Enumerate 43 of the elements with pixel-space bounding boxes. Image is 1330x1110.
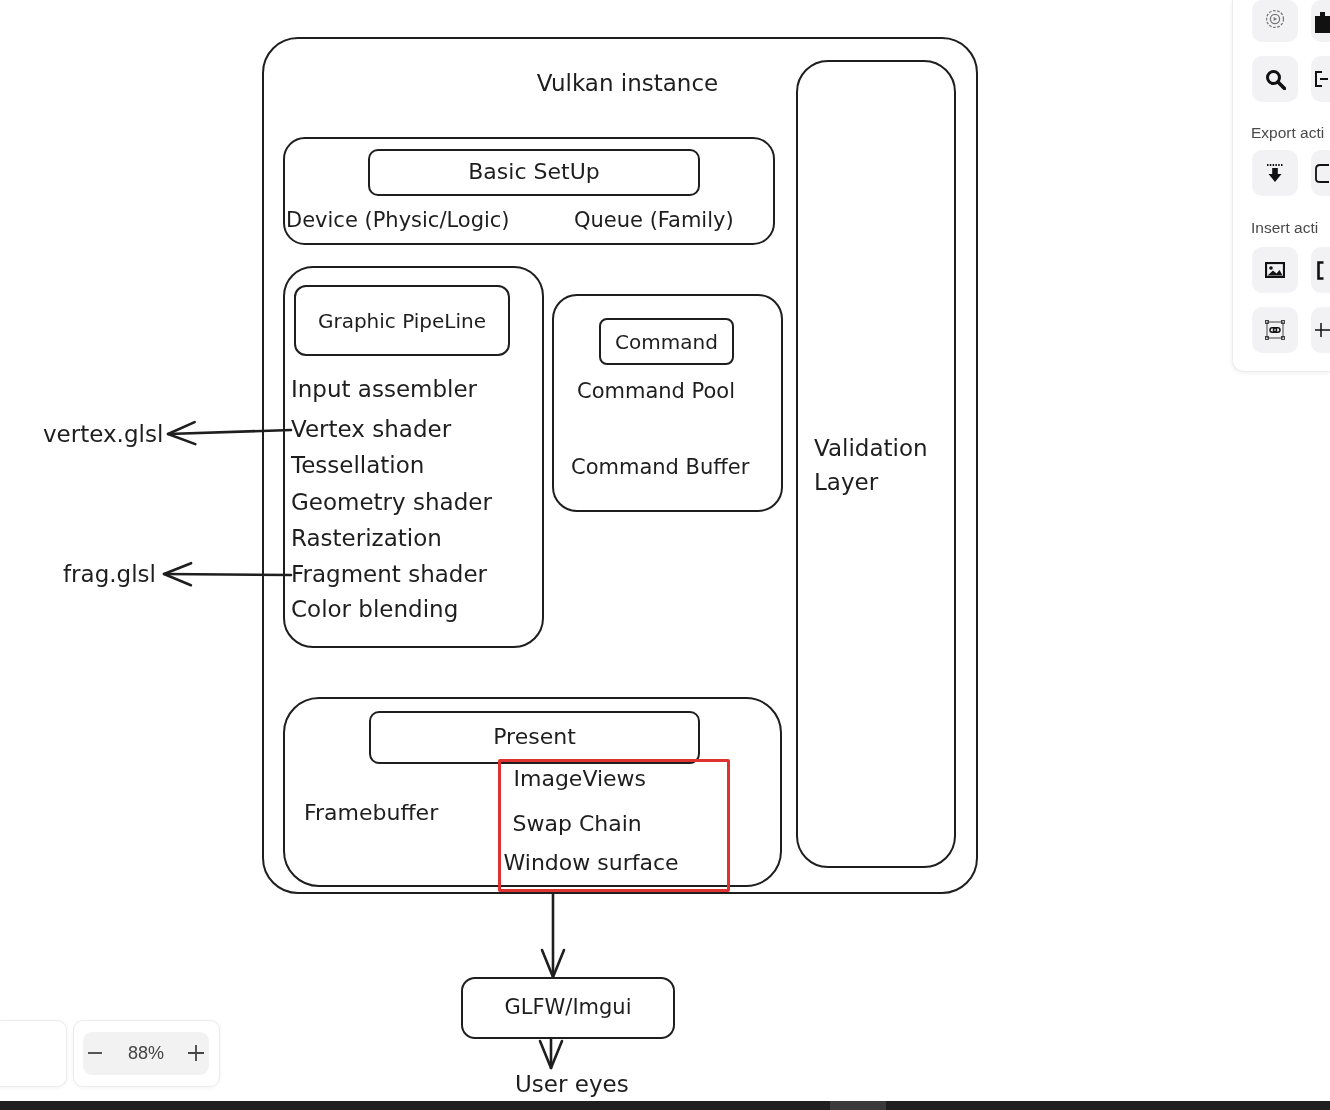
file-label: vertex.glsl bbox=[43, 416, 164, 452]
arrow bbox=[538, 1037, 564, 1070]
box-label: Validation Layer bbox=[814, 434, 929, 497]
stage-label: Vertex shader bbox=[291, 412, 452, 446]
group-box bbox=[282, 136, 775, 245]
stage-label: Fragment shader bbox=[291, 557, 488, 591]
zoom-level-text: 88% bbox=[128, 1043, 164, 1063]
heading-text: Command bbox=[615, 328, 718, 355]
box-label: Command Pool bbox=[577, 378, 736, 405]
box-label: Command Buffer bbox=[571, 454, 750, 481]
process-box bbox=[461, 977, 675, 1039]
stage-label: Geometry shader bbox=[291, 485, 492, 519]
box-title: Vulkan instance bbox=[536, 68, 719, 98]
section-heading: Insert acti bbox=[1251, 218, 1319, 238]
heading-text: GLFW/Imgui bbox=[504, 994, 632, 1022]
file-label: frag.glsl bbox=[63, 556, 156, 592]
box-label: Window surface bbox=[503, 848, 679, 877]
group-box bbox=[551, 293, 783, 512]
arrow bbox=[162, 561, 293, 587]
section-heading: Export acti bbox=[1251, 123, 1325, 143]
stage-label: Rasterization bbox=[291, 521, 442, 555]
heading-box bbox=[369, 711, 700, 764]
box-label: Swap Chain bbox=[512, 809, 642, 838]
output-label: User eyes bbox=[515, 1068, 629, 1100]
heading-box bbox=[368, 149, 700, 196]
arrow bbox=[540, 891, 566, 979]
heading-text: Basic SetUp bbox=[468, 158, 600, 187]
stage-label: Input assembler bbox=[291, 372, 478, 406]
box-label: Queue (Family) bbox=[574, 207, 734, 234]
heading-text: Present bbox=[493, 723, 576, 752]
side-panel-box bbox=[795, 59, 956, 868]
box-label: Framebuffer bbox=[304, 799, 439, 827]
group-box bbox=[282, 265, 544, 648]
heading-box bbox=[294, 285, 510, 356]
box-label: Device (Physic/Logic) bbox=[286, 207, 510, 234]
stage-label: Tessellation bbox=[291, 448, 425, 482]
heading-text: Graphic PipeLine bbox=[317, 307, 487, 334]
highlight-box bbox=[498, 759, 730, 892]
container-box bbox=[262, 37, 978, 894]
arrow bbox=[166, 420, 293, 446]
heading-box bbox=[599, 318, 734, 365]
box-label: ImageViews bbox=[513, 764, 647, 793]
stage-label: Color blending bbox=[291, 592, 459, 626]
